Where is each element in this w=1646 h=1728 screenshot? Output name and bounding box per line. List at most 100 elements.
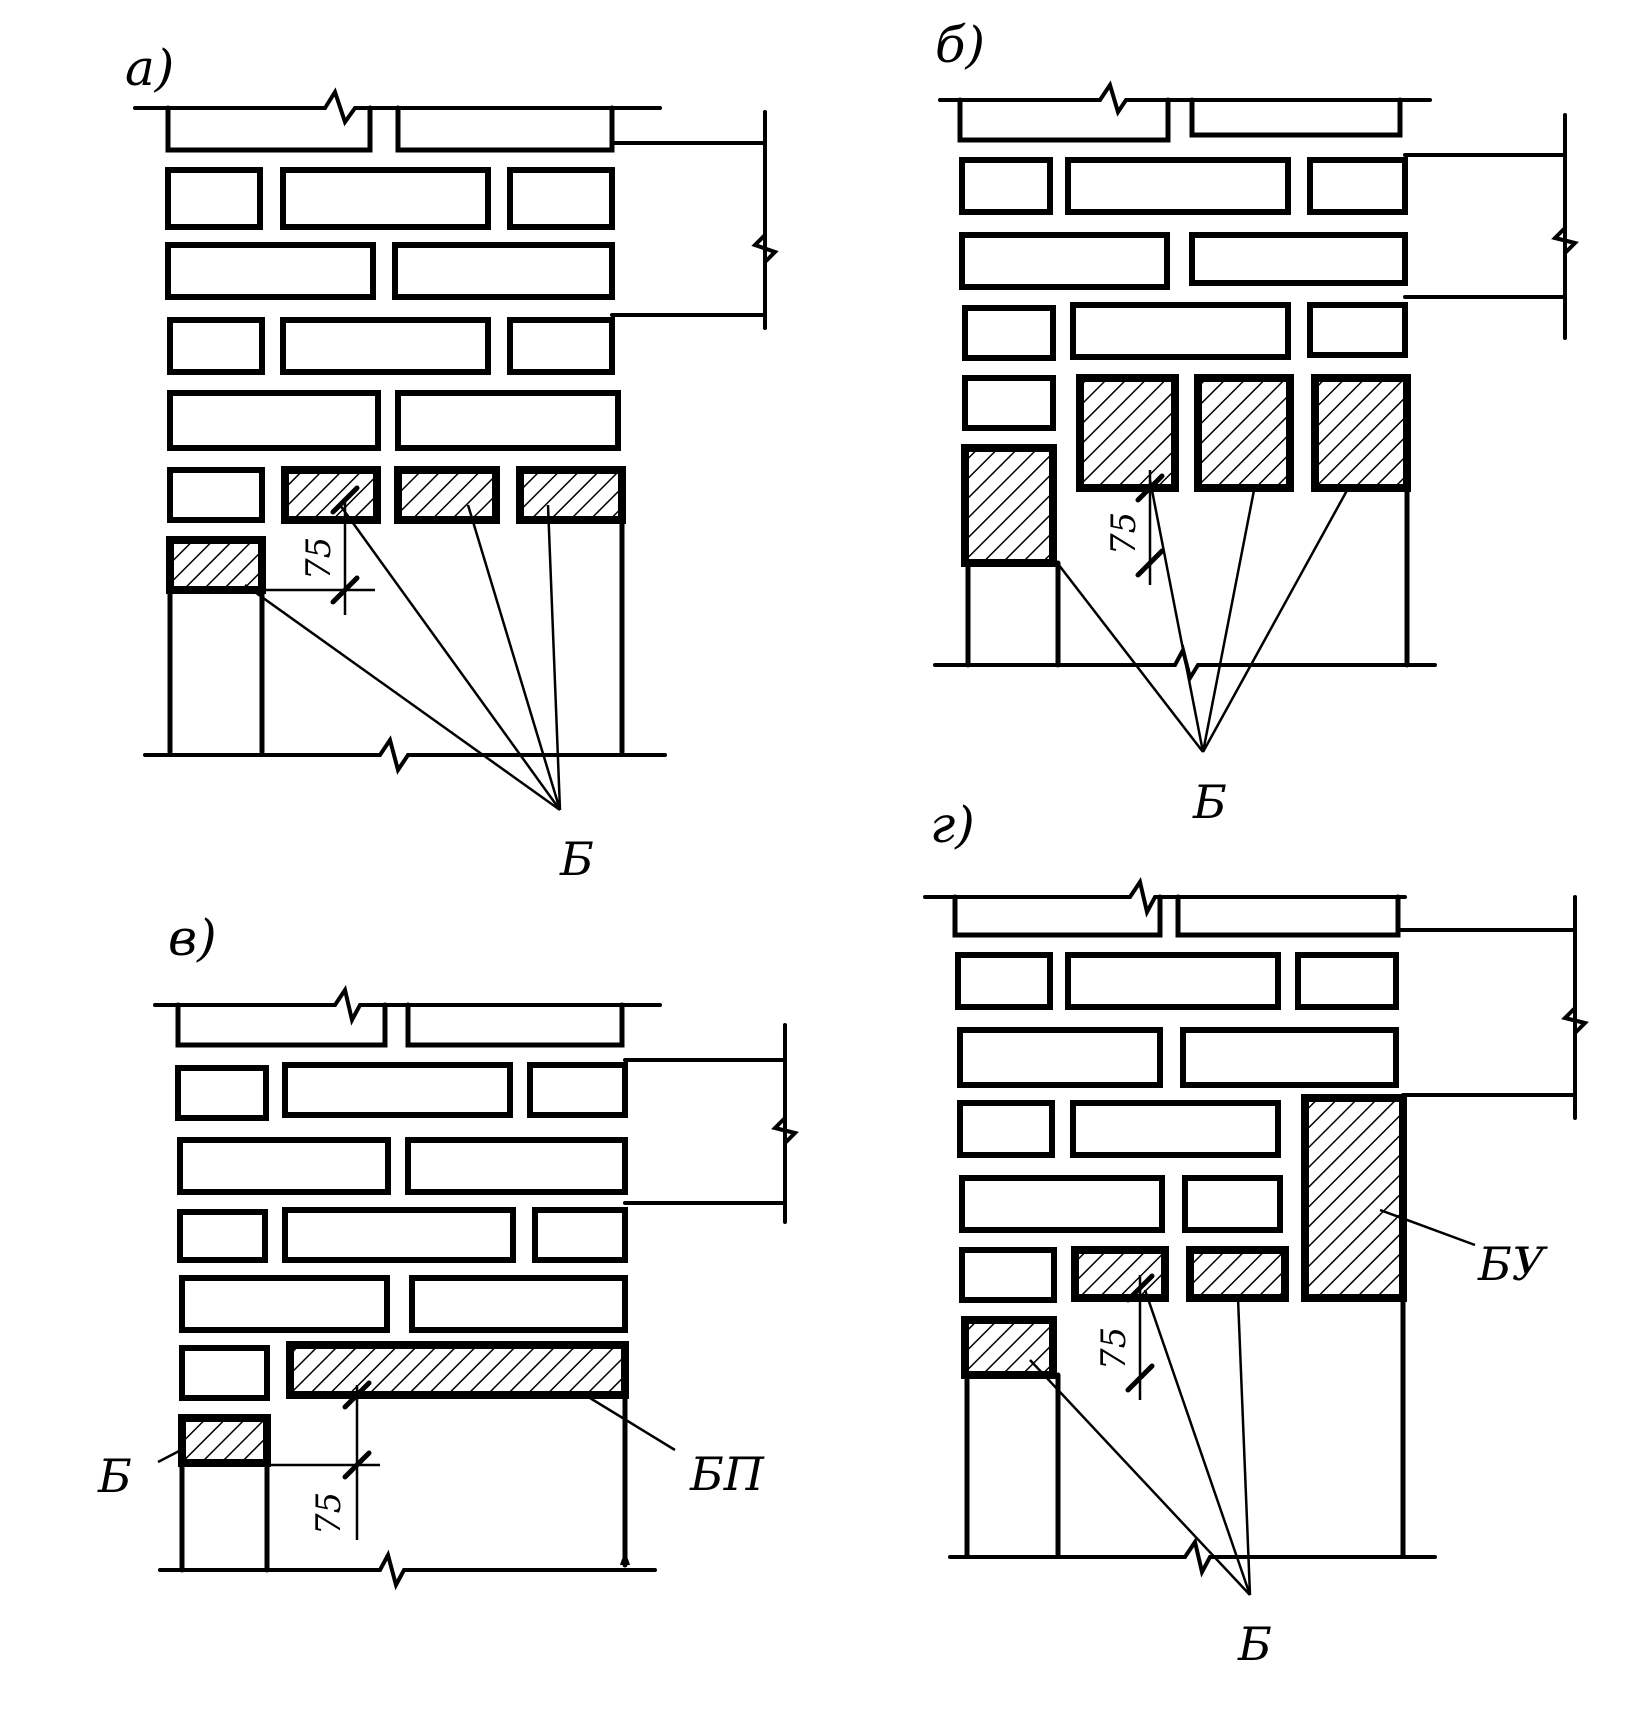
panel-g-lintel	[1186, 1246, 1289, 1302]
panel-b-brick	[959, 157, 1053, 215]
panel-b-brick	[1307, 157, 1408, 215]
panel-g: г) 75 Б БУ	[923, 796, 1589, 1671]
panel-g-brick	[959, 1175, 1165, 1233]
panel-g-callout-b: Б	[1237, 1617, 1272, 1671]
panel-a-brick	[395, 390, 621, 451]
panel-g-brick	[1180, 1027, 1399, 1088]
panel-a-brick	[280, 317, 491, 375]
panel-a-lintel	[516, 466, 626, 524]
panel-v-bottom-line	[158, 1549, 657, 1591]
panel-a-brick	[165, 167, 263, 230]
panel-v-brick	[177, 1209, 268, 1263]
panel-b-callout-b: Б	[1192, 775, 1227, 829]
panel-g-lintel	[1071, 1246, 1169, 1302]
panel-a: а) 75 Б	[125, 39, 779, 886]
panel-a-brick	[165, 242, 376, 300]
panel-b-dim-tick	[1135, 473, 1165, 578]
panel-v-brick	[177, 1137, 391, 1195]
panel-v: в) 75 Б БП	[97, 909, 799, 1591]
panel-b-brick	[959, 232, 1170, 290]
panel-g-dim-tick	[1125, 1273, 1155, 1393]
panel-g-dim-label: 75	[1094, 1327, 1134, 1370]
panel-a-callout-b: Б	[559, 832, 594, 886]
panel-a-brick	[280, 167, 491, 230]
panel-b-bracket-break	[1551, 226, 1579, 255]
panel-v-bracket	[623, 1023, 787, 1224]
panel-a-brick	[167, 317, 265, 375]
panel-b-lintel	[961, 444, 1057, 567]
panel-b-label: б)	[935, 16, 985, 74]
panel-b-lintel	[1311, 374, 1411, 492]
panel-v-brick	[532, 1207, 628, 1263]
panel-a-dim-label: 75	[299, 537, 339, 580]
panel-b-dim-label: 75	[1104, 512, 1144, 555]
panel-g-label: г)	[930, 796, 975, 854]
panel-b-pier	[965, 560, 1061, 668]
panel-b-top-brick-1	[957, 97, 1171, 143]
panel-g-bracket-break	[1561, 1006, 1589, 1035]
panel-b-brick	[1307, 302, 1408, 358]
panel-v-pier	[179, 1460, 270, 1573]
panel-b-brick	[1189, 232, 1408, 286]
panel-b-top-line	[938, 80, 1432, 117]
panel-a-brick	[507, 317, 615, 375]
panel-a-top-brick-1	[165, 105, 373, 153]
panel-a-bracket-break	[751, 233, 779, 264]
panel-v-label: в)	[168, 909, 217, 967]
panel-g-bracket	[1396, 895, 1577, 1120]
panel-a-label: а)	[125, 39, 174, 97]
panel-g-brick	[1295, 952, 1399, 1010]
panel-b-bracket	[1403, 113, 1567, 340]
panel-v-callout-b: Б	[97, 1449, 132, 1503]
panel-a-brick	[167, 467, 265, 523]
panel-a-top-line	[133, 87, 662, 127]
panel-v-lintel	[178, 1414, 271, 1467]
panel-a-brick	[507, 167, 615, 230]
panel-v-brick	[175, 1065, 269, 1121]
panel-g-brick	[955, 952, 1053, 1010]
panel-g-lintel	[961, 1316, 1057, 1379]
panel-v-brick	[282, 1062, 513, 1118]
panel-a-pier	[167, 587, 265, 755]
panel-b-brick	[962, 305, 1056, 361]
panel-a-dim-tick	[330, 485, 360, 605]
panel-v-brick	[405, 1137, 628, 1195]
panel-a-bracket	[610, 110, 767, 330]
panel-g-brick	[959, 1247, 1057, 1303]
panel-v-brick	[282, 1207, 516, 1263]
panel-b-top-brick-2	[1189, 97, 1403, 138]
panel-g-bottom-line	[948, 1537, 1437, 1578]
panel-v-bracket-break	[771, 1116, 799, 1145]
panel-a-bottom-line	[143, 735, 667, 775]
panel-g-top-brick-2	[1175, 894, 1401, 938]
panel-v-top-brick-1	[175, 1002, 388, 1048]
panel-g-leader	[1029, 1208, 1476, 1596]
panel-g-callout-bu: БУ	[1477, 1237, 1549, 1291]
panel-g-brick	[957, 1027, 1163, 1088]
panel-v-leader	[157, 1396, 676, 1464]
panel-b-brick	[1065, 157, 1291, 215]
panel-b: б) 75 Б	[933, 16, 1579, 829]
panel-a-brick	[392, 242, 615, 300]
panel-v-callout-bp: БП	[689, 1447, 765, 1501]
panel-b-lintel	[1194, 374, 1294, 492]
panel-v-dim-label: 75	[309, 1492, 349, 1535]
panel-v-brick	[409, 1275, 628, 1333]
panel-v-brick	[179, 1275, 390, 1333]
panel-b-lintel	[1076, 374, 1179, 492]
panel-b-brick	[962, 375, 1056, 431]
panel-a-dim-line	[242, 500, 375, 615]
panel-a-brick	[167, 390, 381, 451]
panel-g-top-line	[923, 877, 1407, 918]
panel-g-brick	[1065, 952, 1281, 1010]
panel-v-top-brick-2	[405, 1002, 625, 1048]
panel-g-pier	[964, 1372, 1061, 1558]
panel-a-lintel	[394, 466, 500, 524]
panel-a-lintel	[281, 466, 381, 524]
panel-g-beam-lintel	[1301, 1094, 1407, 1302]
panel-g-top-brick-1	[952, 894, 1163, 938]
panel-v-brick	[527, 1062, 628, 1118]
panel-v-dim-tick	[342, 1380, 372, 1480]
panel-g-brick	[1070, 1100, 1281, 1158]
